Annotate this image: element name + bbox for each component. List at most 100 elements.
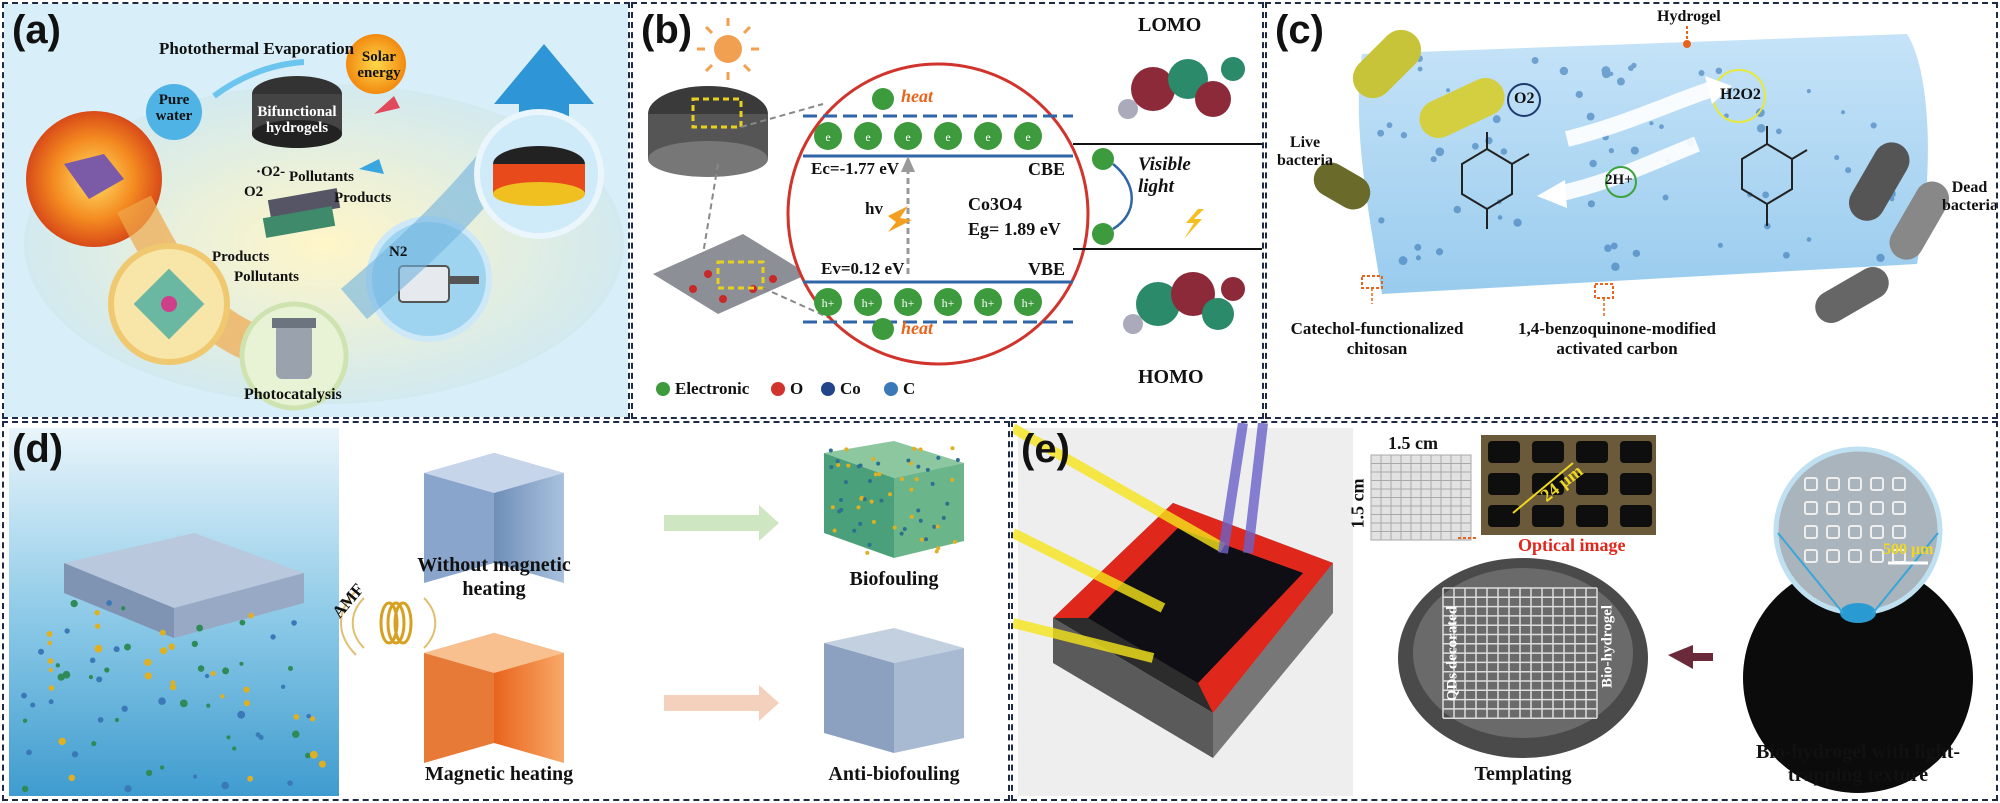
photothermal-label: Photothermal Evaporation xyxy=(159,39,355,58)
hole-symbol: h+ xyxy=(942,296,955,310)
cbe-label: CBE xyxy=(1028,159,1066,179)
panel-d-label: (d) xyxy=(12,427,64,471)
electron xyxy=(854,122,882,150)
products-left-label: Products xyxy=(212,249,270,265)
band-diagram-circle xyxy=(786,62,1090,366)
anti-biofouling-honeycomb xyxy=(824,628,964,753)
hole-symbol: h+ xyxy=(982,296,995,310)
oxygen-label: O2 xyxy=(244,184,264,200)
hydrogel-label: Hydrogel xyxy=(1657,8,1721,25)
laser-beams xyxy=(1013,423,1226,663)
o2-label: O2 xyxy=(1514,90,1535,107)
electron xyxy=(814,122,842,150)
hole-symbol: h+ xyxy=(822,296,835,310)
panel-e: (e) 1.5 cm 1.5 xyxy=(1011,421,1998,801)
legend-carbon: C xyxy=(903,379,916,398)
pollutants-top-label: Pollutants xyxy=(289,169,355,185)
hole xyxy=(894,288,922,316)
bifunctional-label: Bifunctional hydrogels xyxy=(257,104,337,136)
without-heating-label: Without magnetic heating xyxy=(417,554,571,600)
panel-e-illustration xyxy=(1013,423,1973,796)
templating-label: Templating xyxy=(1474,763,1572,785)
pure-water-drop xyxy=(146,84,202,140)
bio-hydrogel-side-label: Bio-hydrogel xyxy=(1599,604,1616,689)
arrow-to-final xyxy=(1668,645,1713,669)
hole-row: h+ h+ h+ h+ h+ h+ xyxy=(814,288,1042,316)
legend-electronic: Electronic xyxy=(675,379,750,398)
without-heating-honeycomb xyxy=(424,453,564,583)
quinone-structure xyxy=(1741,126,1808,226)
arrow-to-anti-biofouling xyxy=(664,685,779,721)
ec-label: Ec=-1.77 eV xyxy=(811,159,900,178)
dead-bacteria-label: Dead bacteria xyxy=(1942,179,1998,214)
magnetic-heating-honeycomb xyxy=(424,633,564,763)
live-bacteria-label: Live bacteria xyxy=(1277,134,1333,169)
panel-c-label: (c) xyxy=(1275,8,1324,52)
ev-label: Ev=0.12 eV xyxy=(821,259,905,278)
hole xyxy=(934,288,962,316)
nitrogen-label: N2 xyxy=(389,244,408,260)
scale-vertical: 1.5 cm xyxy=(1347,478,1368,529)
electron xyxy=(1014,122,1042,150)
scale-horizontal: 1.5 cm xyxy=(1388,433,1438,453)
homo-label: HOMO xyxy=(1138,366,1204,388)
hole xyxy=(814,288,842,316)
h2o2-label: H2O2 xyxy=(1720,86,1761,103)
two-h-label: 2H+ xyxy=(1605,172,1633,188)
benzoquinone-label: 1,4-benzoquinone-modified activated carb… xyxy=(1518,319,1716,358)
electron xyxy=(934,122,962,150)
anti-biofouling-label: Anti-biofouling xyxy=(828,763,960,785)
hole-symbol: h+ xyxy=(862,296,875,310)
panel-a: (a) Phototh xyxy=(2,2,630,419)
panel-a-illustration xyxy=(4,4,628,417)
micron-500-label: 500 μm xyxy=(1883,541,1934,558)
electron-symbol: e xyxy=(1025,130,1030,144)
vbe-label: VBE xyxy=(1028,259,1066,279)
photocatalysis-label: Photocatalysis xyxy=(244,386,342,403)
panel-b-label: (b) xyxy=(641,8,693,52)
panel-d-illustration xyxy=(9,428,964,796)
hv-label: hv xyxy=(865,199,883,218)
optical-image-label: Optical image xyxy=(1518,535,1626,555)
electron-symbol: e xyxy=(985,130,990,144)
sun-icon xyxy=(346,34,406,94)
panel-e-label: (e) xyxy=(1021,427,1070,471)
amf-coil-icon xyxy=(340,590,437,656)
electron-symbol: e xyxy=(865,130,870,144)
hole-symbol: h+ xyxy=(1022,296,1035,310)
live-bacteria xyxy=(1313,29,1505,210)
printing-frame xyxy=(1053,503,1333,758)
electron xyxy=(974,122,1002,150)
lomo-label: LOMO xyxy=(1138,14,1202,36)
bio-hydrogel-disk xyxy=(1743,563,1973,793)
solar-energy-label: Solar energy xyxy=(357,49,401,81)
hole-symbol: h+ xyxy=(902,296,915,310)
qds-decorated-label: QDs decorated xyxy=(1444,605,1461,702)
hole xyxy=(854,288,882,316)
catechol-structure xyxy=(1461,132,1530,229)
arrow-to-biofouling xyxy=(664,505,779,541)
legend xyxy=(656,382,898,396)
panel-c-illustration xyxy=(1313,26,1949,323)
electron-symbol: e xyxy=(905,130,910,144)
material-label: Co3O4 xyxy=(968,194,1022,214)
magnetic-heating-label: Magnetic heating xyxy=(424,763,574,785)
sem-image xyxy=(1773,446,1943,616)
homo-orbital xyxy=(1123,272,1245,334)
bandgap-label: Eg= 1.89 eV xyxy=(968,219,1061,239)
panel-a-label: (a) xyxy=(12,8,61,52)
catechol-label: Catechol-functionalized chitosan xyxy=(1290,319,1464,358)
legend-cobalt: Co xyxy=(840,379,861,398)
pure-water-label: Pure water xyxy=(155,92,193,124)
electron-symbol: e xyxy=(825,130,830,144)
hole xyxy=(1014,288,1042,316)
heat-bottom-label: heat xyxy=(901,318,934,338)
hole xyxy=(974,288,1002,316)
panel-c: (c) xyxy=(1265,2,1998,419)
products-top-label: Products xyxy=(334,190,392,206)
legend-oxygen: O xyxy=(790,379,804,398)
electron xyxy=(894,122,922,150)
